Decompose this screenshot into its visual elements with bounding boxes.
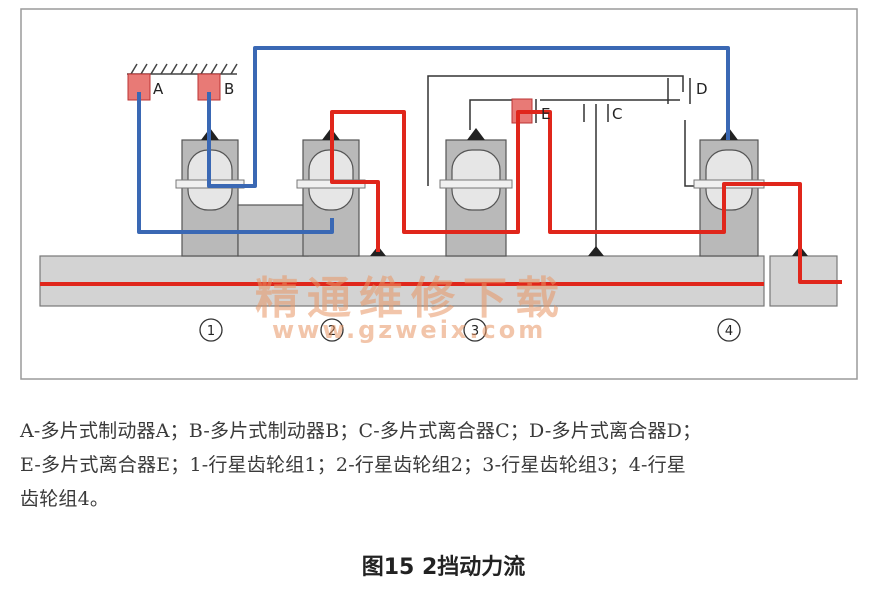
label-clutch-d: D — [696, 80, 708, 98]
watermark-url: www.gzweix.com — [272, 316, 547, 344]
caption-line-3: 齿轮组4。 — [20, 488, 110, 510]
label-brake-a: A — [153, 80, 164, 98]
red-power-flow — [40, 110, 842, 286]
shaft-support-2 — [588, 246, 604, 256]
svg-text:4: 4 — [725, 324, 733, 339]
label-clutch-c: C — [612, 105, 622, 123]
planetary-gearset-4 — [693, 128, 765, 257]
svg-text:1: 1 — [207, 324, 215, 339]
label-brake-b: B — [224, 80, 234, 98]
caption-line-2: E-多片式离合器E；1-行星齿轮组1；2-行星齿轮组2；3-行星齿轮组3；4-行… — [20, 454, 687, 476]
caption-line-1: A-多片式制动器A；B-多片式制动器B；C-多片式离合器C；D-多片式离合器D； — [20, 420, 702, 442]
watermark-text: 精通维修下载 — [255, 273, 567, 324]
main-shaft — [39, 255, 765, 307]
svg-text:3: 3 — [471, 324, 479, 339]
planetary-gearset-3 — [439, 128, 513, 257]
gearset-number-2: 2 — [320, 318, 344, 342]
gearset-number-3: 3 — [463, 318, 487, 342]
gearset-number-4: 4 — [717, 318, 741, 342]
svg-text:2: 2 — [328, 324, 336, 339]
figure-title: 图15 2挡动力流 — [361, 555, 526, 580]
blue-linkage — [137, 46, 730, 234]
label-clutch-e: E — [541, 105, 550, 123]
clutch-linkage-lines — [427, 75, 700, 252]
power-flow-diagram: A B E C D 1 2 3 4 — [20, 8, 858, 380]
gearset-number-1: 1 — [199, 318, 223, 342]
